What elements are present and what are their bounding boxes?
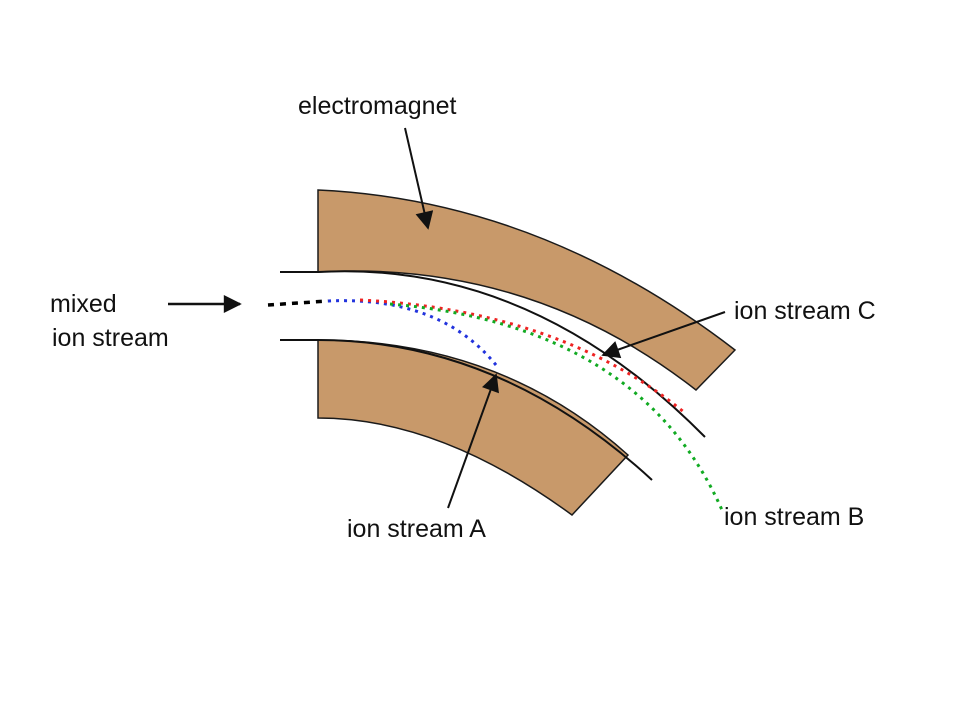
tube-wall-lower [280,339,653,481]
ion-stream-a-arrow [447,373,499,509]
electromagnet-arrow [404,127,434,230]
ion-stream-b-path [389,302,724,511]
mixed-ion-stream-label-line2: ion stream [52,324,169,352]
electromagnet-lower-pole [317,339,630,516]
electromagnet-label: electromagnet [298,92,456,120]
ion-stream-a-path [327,299,498,366]
electromagnet-upper-pole [317,189,737,392]
tube-wall-upper [280,270,706,438]
ion-stream-c-label: ion stream C [734,297,876,325]
ion-stream-a-label: ion stream A [347,515,486,543]
mixed-ion-stream-label-line1: mixed [50,290,117,318]
ion-stream-b-label: ion stream B [724,503,864,531]
ion-stream-c-arrow [601,311,726,359]
ion-stream-c-path [359,298,686,415]
mixed-ion-stream [267,299,329,307]
